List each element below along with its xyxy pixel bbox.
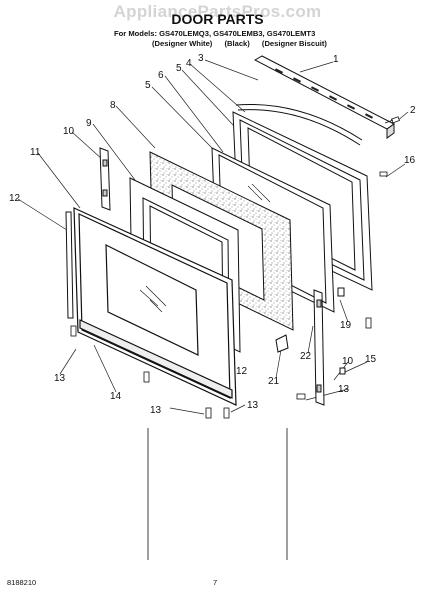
footer-part-number: 8188210 [7, 578, 37, 587]
callout-2: 2 [410, 105, 416, 116]
callout-5b: 5 [145, 80, 151, 91]
callout-3: 3 [198, 53, 204, 64]
callout-15: 15 [365, 354, 377, 365]
watermark: AppliancePartsPros.com [113, 2, 322, 21]
part-11-door-edge [65, 211, 74, 319]
callouts: 1 2 3 4 5 5 6 8 9 10 10 11 12 12 13 13 1… [9, 53, 416, 416]
model-list: For Models: GS470LEMQ3, GS470LEMB3, GS47… [114, 29, 316, 38]
callout-5a: 5 [176, 63, 182, 74]
part-2-screw [384, 116, 400, 124]
callout-12a: 12 [9, 193, 21, 204]
callout-13c: 13 [247, 400, 259, 411]
callout-19: 19 [340, 320, 352, 331]
callout-4: 4 [186, 58, 192, 69]
callout-8: 8 [110, 100, 116, 111]
callout-13d: 13 [338, 384, 350, 395]
callout-13a: 13 [54, 373, 66, 384]
part-10-hinge-right [313, 287, 346, 406]
page-title: DOOR PARTS [171, 11, 264, 27]
callout-14: 14 [110, 391, 122, 402]
part-10-hinge-left [99, 147, 111, 211]
callout-22: 22 [300, 351, 312, 362]
callout-21: 21 [268, 376, 280, 387]
callout-16: 16 [404, 155, 416, 166]
color-list: (Designer White) (Black) (Designer Biscu… [152, 39, 337, 48]
part-1-vent-trim [253, 55, 395, 139]
color-black: (Black) [224, 39, 250, 48]
part-12-outer-door [73, 207, 237, 406]
part-13-screws [70, 171, 388, 419]
callout-10a: 10 [63, 126, 75, 137]
callout-13b: 13 [150, 405, 162, 416]
callout-1: 1 [333, 54, 339, 65]
callout-10b: 10 [342, 356, 354, 367]
callout-6: 6 [158, 70, 164, 81]
part-21-bracket [275, 334, 289, 353]
color-designer-biscuit: (Designer Biscuit) [261, 39, 327, 48]
reference-lines [147, 428, 288, 560]
callout-11: 11 [30, 147, 41, 158]
callout-9: 9 [86, 118, 92, 129]
part-4-door-seal [235, 103, 363, 146]
footer-page-number: 7 [213, 578, 218, 587]
color-designer-white: (Designer White) [152, 39, 213, 48]
callout-12b: 12 [236, 366, 248, 377]
